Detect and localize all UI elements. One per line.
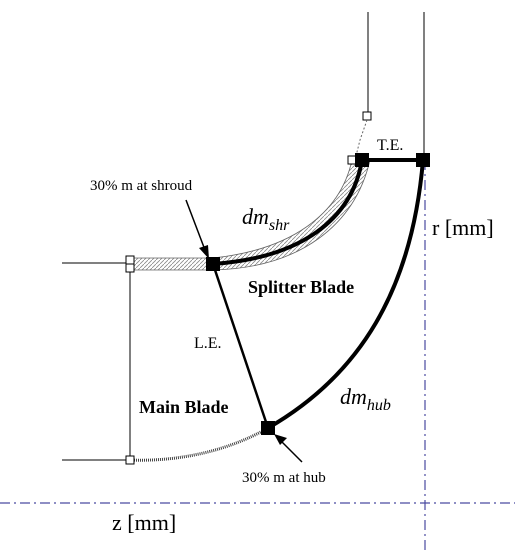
hub-control-point <box>125 455 135 465</box>
shroud-construction-line <box>355 119 368 157</box>
hub-note-arrowhead <box>274 434 287 445</box>
le-shroud-node <box>206 257 220 271</box>
shroud-note-arrowhead <box>199 245 209 259</box>
shroud-control-point <box>347 155 357 165</box>
shroud-control-point <box>125 255 135 265</box>
shroud-note-arrow <box>185 199 206 251</box>
shroud-control-point <box>125 263 135 273</box>
le-line <box>211 263 270 429</box>
dm-shr-label: dmshr <box>242 204 290 234</box>
splitter-shroud-curve <box>212 159 364 266</box>
te-label: T.E. <box>377 137 403 154</box>
main-blade-label: Main Blade <box>139 397 229 417</box>
hub-hatch-curve <box>129 426 269 462</box>
splitter-hub-curve <box>267 159 425 430</box>
hub-note-arrow <box>279 439 303 463</box>
te-hub-node <box>416 153 430 167</box>
le-hub-node <box>261 421 275 435</box>
splitter-blade-label: Splitter Blade <box>248 277 354 297</box>
dm-hub-label: dmhub <box>340 384 391 414</box>
shroud-control-point <box>362 111 372 121</box>
hub-note-label: 30% m at hub <box>242 470 326 486</box>
le-label: L.E. <box>194 335 222 352</box>
shroud-note-label: 30% m at shroud <box>90 178 193 194</box>
z-axis-label: z [mm] <box>112 510 176 535</box>
r-axis-label: r [mm] <box>432 215 494 240</box>
te-shroud-node <box>355 153 369 167</box>
